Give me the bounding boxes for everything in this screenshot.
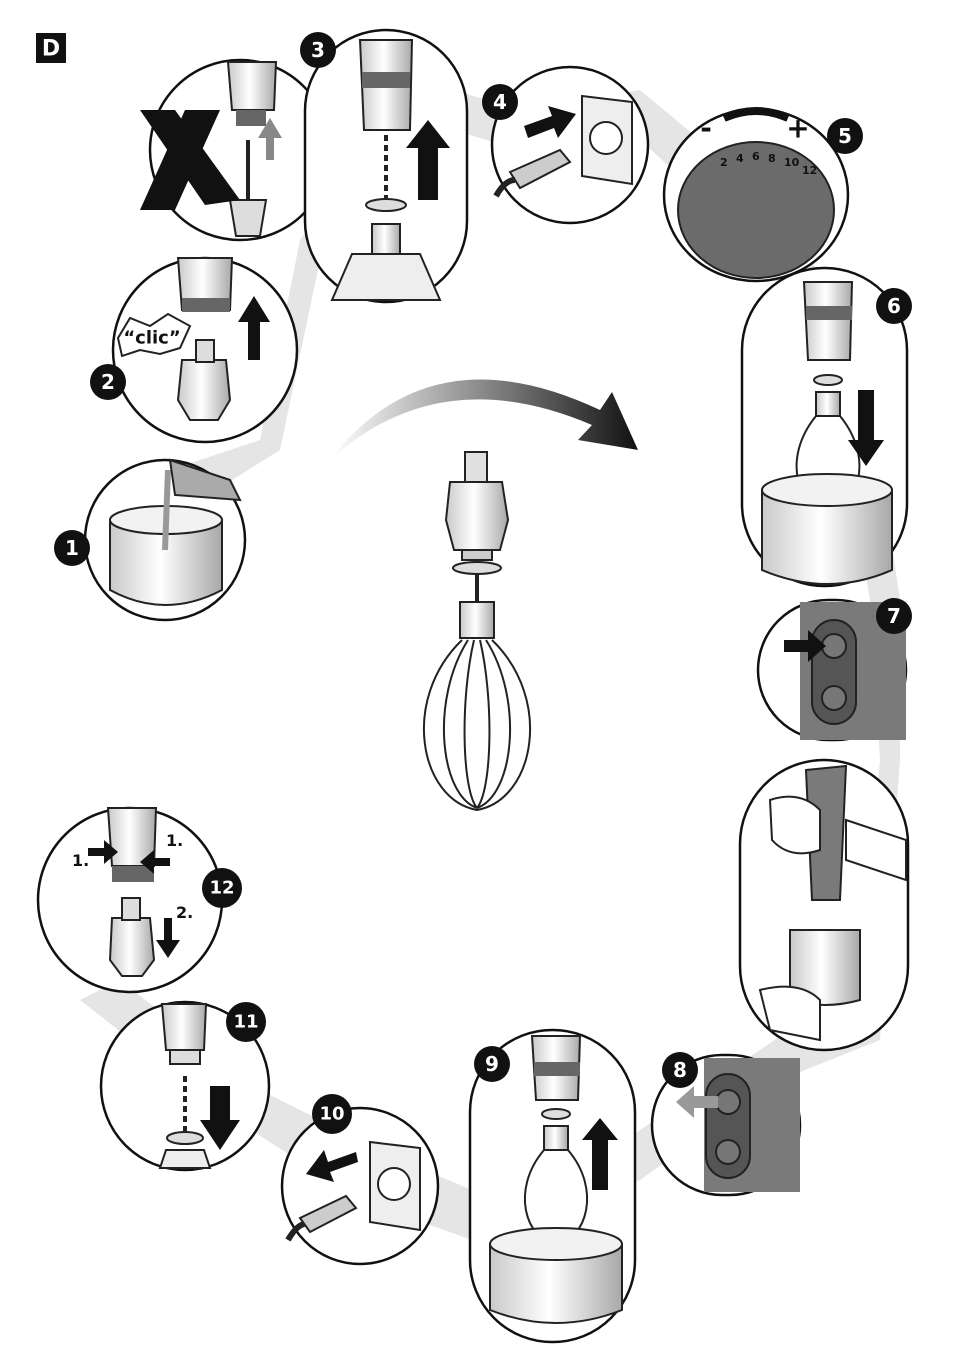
- svg-text:6: 6: [752, 150, 760, 163]
- wrong-assembly-panel: [140, 60, 330, 240]
- svg-text:8: 8: [768, 152, 776, 165]
- svg-text:6: 6: [887, 294, 901, 318]
- svg-text:8: 8: [673, 1058, 687, 1082]
- svg-text:1.: 1.: [72, 851, 89, 870]
- step-12-panel: 1. 1. 2.: [38, 808, 222, 992]
- operating-panel: [740, 760, 908, 1050]
- step-badge-1: 1: [54, 530, 90, 566]
- svg-text:12: 12: [802, 164, 817, 177]
- svg-text:10: 10: [784, 156, 800, 169]
- step-badge-3: 3: [300, 32, 336, 68]
- svg-text:4: 4: [736, 152, 744, 165]
- step-badge-2: 2: [90, 364, 126, 400]
- step-badge-11: 11: [226, 1002, 266, 1042]
- step-badge-4: 4: [482, 84, 518, 120]
- svg-text:9: 9: [485, 1052, 499, 1076]
- svg-text:1: 1: [65, 536, 79, 560]
- step-badge-10: 10: [312, 1094, 352, 1134]
- step-badge-5: 5: [827, 118, 863, 154]
- svg-text:10: 10: [319, 1104, 344, 1125]
- step-2-panel: “clic”: [113, 258, 297, 442]
- svg-text:5: 5: [838, 124, 852, 148]
- step-3-panel: [305, 30, 467, 302]
- step-4-panel: [492, 67, 648, 223]
- section-label: D: [36, 33, 66, 63]
- step-badge-7: 7: [876, 598, 912, 634]
- step-1-panel: [85, 460, 245, 620]
- svg-text:7: 7: [887, 604, 901, 628]
- svg-text:4: 4: [493, 90, 507, 114]
- svg-text:2: 2: [101, 370, 115, 394]
- svg-text:11: 11: [233, 1012, 258, 1033]
- svg-text:3: 3: [311, 38, 325, 62]
- central-whisk-illustration: [424, 452, 530, 810]
- svg-text:+: +: [786, 112, 809, 145]
- svg-text:D: D: [42, 37, 60, 62]
- step-badge-6: 6: [876, 288, 912, 324]
- step-5-speed-dial: - + 2 4 6 8 10 12: [664, 109, 848, 281]
- svg-text:2.: 2.: [176, 903, 193, 922]
- step-badge-12: 12: [202, 868, 242, 908]
- step-badge-9: 9: [474, 1046, 510, 1082]
- step-badge-8: 8: [662, 1052, 698, 1088]
- svg-text:-: -: [700, 112, 712, 145]
- svg-text:1.: 1.: [166, 831, 183, 850]
- rotation-arrow: [330, 380, 638, 460]
- svg-text:12: 12: [209, 878, 234, 899]
- svg-text:“clic”: “clic”: [123, 328, 180, 349]
- svg-text:2: 2: [720, 156, 728, 169]
- step-10-panel: [282, 1108, 438, 1264]
